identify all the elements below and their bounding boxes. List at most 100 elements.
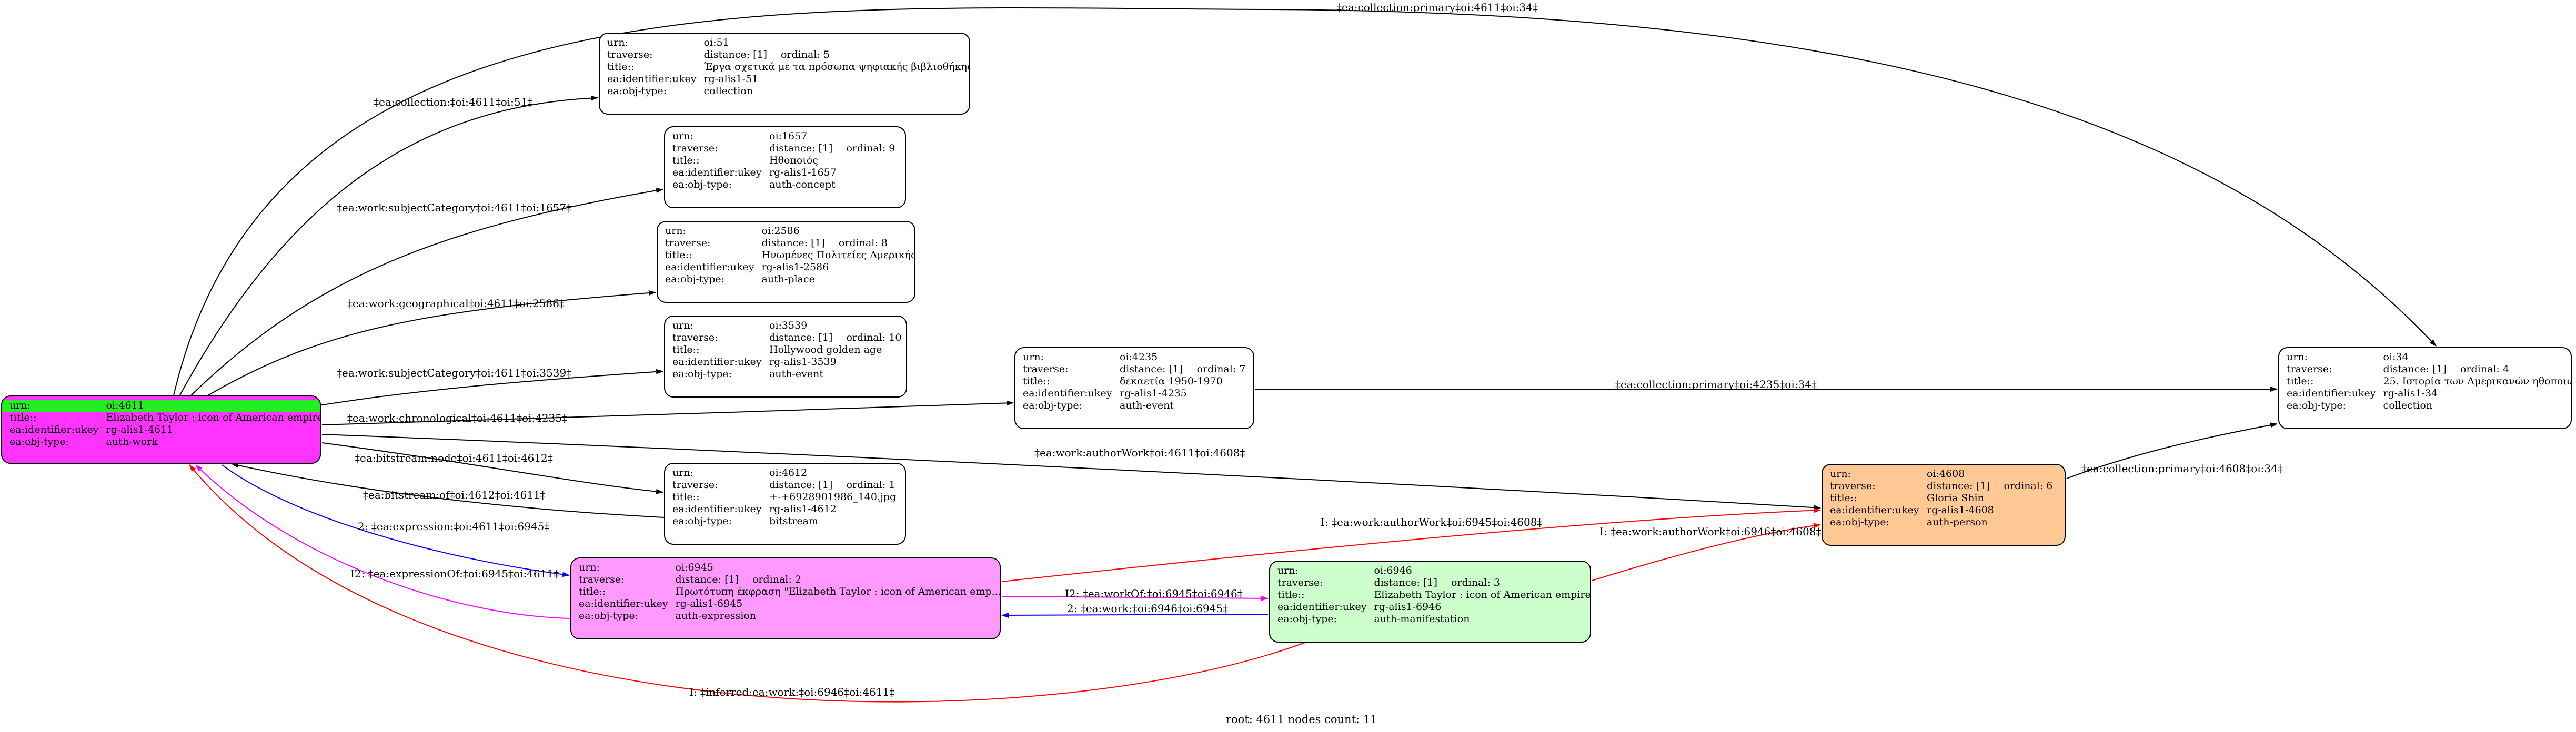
edge-label-e2: ‡ea:collection:‡oi:4611‡oi:51‡	[374, 96, 533, 108]
node-field-value: auth-work	[99, 436, 320, 448]
node-field-key: ea:obj-type:	[2287, 400, 2347, 411]
node-field-value: Πρωτότυπη έκφραση "Elizabeth Taylor : ic…	[668, 586, 1000, 598]
edge-e16	[1001, 612, 1269, 618]
node-field-value: +-+6928901986_140.jpg	[762, 491, 905, 503]
node-field-key: urn:	[1023, 351, 1044, 363]
node-value-text: oi:2586	[761, 225, 800, 237]
node-field-key: traverse:	[672, 143, 718, 154]
node-value-text: auth-event	[1120, 400, 1174, 411]
edge-e17	[1592, 523, 1821, 581]
node-field-key: urn:	[1277, 565, 1299, 576]
node-field-key: ea:obj-type:	[1830, 516, 1890, 528]
node-field-key: ea:obj-type:	[579, 610, 639, 622]
node-field-key: ea:identifier:ukey	[1277, 601, 1367, 613]
node-value-text: auth-manifestation	[1374, 613, 1470, 625]
node-field-key: urn:	[2, 400, 99, 412]
node-value-text: Hollywood golden age	[769, 344, 882, 355]
node-field-value: Gloria Shin	[1919, 492, 2065, 504]
node-field-value: auth-event	[1112, 400, 1253, 412]
node-value-text: rg-alis1-51	[703, 73, 759, 85]
node-ordinal: ordinal: 7	[1196, 363, 1246, 375]
node-ordinal: ordinal: 4	[2460, 363, 2509, 375]
node-value-text: rg-alis1-4608	[1927, 504, 1994, 516]
node-field-key: ea:identifier:ukey	[607, 73, 697, 85]
node-field-value: distance: [1]ordinal: 3	[1367, 577, 1590, 589]
node-field-value: oi:1657	[762, 130, 905, 143]
node-field-key: title::	[9, 412, 37, 423]
edge-label-e1: ‡ea:collection:primary‡oi:4611‡oi:34‡	[1336, 1, 1538, 14]
node-field-value: distance: [1]ordinal: 9	[762, 143, 905, 155]
node-field-value: distance: [1] ordinal: 7	[1112, 363, 1253, 375]
node-field-key: urn:	[672, 467, 693, 479]
edge-e10	[321, 442, 663, 494]
node-field-key: ea:identifier:ukey	[1023, 388, 1112, 399]
node-value-text: auth-place	[761, 273, 815, 285]
edge-e3	[189, 188, 663, 398]
node-value-text: distance: [1]	[769, 479, 833, 491]
edge-label-e11: ‡ea:bitstream:of‡oi:4612‡oi:4611‡	[363, 489, 546, 501]
node-field-key: ea:obj-type:	[1277, 613, 1337, 625]
node-field-value: oi:4235	[1112, 351, 1253, 363]
node-field-value: auth-manifestation	[1367, 613, 1590, 625]
node-ordinal: ordinal: 3	[1451, 577, 1500, 588]
node-field-key: urn:	[1830, 468, 1851, 480]
edge-e11	[231, 462, 665, 518]
node-field-key: title::	[1023, 375, 1050, 387]
node-value-text: Ηνωμένες Πολιτείες Αμερικής	[761, 249, 915, 261]
node-field-key: ea:identifier:ukey	[579, 598, 668, 609]
node-field-key: title::	[1830, 492, 1857, 504]
node-field-key: title::	[672, 344, 700, 355]
node-field-key: traverse:	[1277, 577, 1323, 588]
node-value-text: Elizabeth Taylor : icon of American empi…	[106, 412, 321, 423]
node-value-text: rg-alis1-34	[2383, 388, 2438, 399]
node-value-text: rg-alis1-4612	[769, 503, 837, 515]
node-oi6946[interactable]: urn: oi:6946 traverse: distance: [1]ordinal…	[1269, 561, 1591, 643]
node-field-key: ea:identifier:ukey	[1830, 504, 1919, 516]
node-field-key: urn:	[607, 37, 628, 48]
node-field-key: urn:	[665, 225, 686, 237]
edge-label-e5: ‡ea:work:subjectCategory‡oi:4611‡oi:3539…	[337, 367, 572, 379]
edge-e15	[1001, 595, 1269, 601]
node-value-text: oi:6945	[675, 562, 713, 573]
node-field-value: oi:4611	[98, 400, 320, 412]
node-field-value: oi:4612	[762, 467, 905, 479]
node-field-value: δεκαετία 1950-1970	[1112, 375, 1253, 388]
node-value-text: distance: [1]	[769, 143, 833, 154]
node-field-key: ea:identifier:ukey	[2287, 388, 2376, 399]
node-field-key: ea:identifier:ukey	[672, 503, 762, 515]
node-value-text: distance: [1]	[1120, 363, 1183, 375]
node-value-text: rg-alis1-4235	[1120, 388, 1187, 399]
node-field-value: distance: [1]ordinal: 4	[2376, 363, 2571, 375]
node-value-text: collection	[2383, 400, 2433, 411]
node-field-value: distance: [1]ordinal: 1	[762, 479, 905, 491]
edge-e8	[321, 434, 1821, 511]
node-value-text: 25. Ιστορία των Αμερικανών ηθοποιών	[2383, 375, 2572, 387]
node-value-text: rg-alis1-2586	[761, 261, 829, 273]
edge-label-e10: ‡ea:bitstream:node‡oi:4611‡oi:4612‡	[355, 452, 553, 464]
edge-e6	[321, 400, 1014, 425]
node-field-value: Elizabeth Taylor : icon of American empi…	[1367, 589, 1590, 601]
node-field-value: rg-alis1-4612	[762, 503, 905, 515]
node-field-key: ea:obj-type:	[9, 436, 69, 448]
node-value-text: Gloria Shin	[1927, 492, 1984, 504]
node-field-value: rg-alis1-4611	[99, 424, 320, 436]
edge-label-e6: ‡ea:work:chronological‡oi:4611‡oi:4235‡	[347, 412, 567, 424]
edge-label-e8: ‡ea:work:authorWork‡oi:4611‡oi:4608‡	[1034, 446, 1245, 459]
node-field-value: oi:34	[2376, 351, 2571, 363]
node-field-key: ea:obj-type:	[665, 273, 725, 285]
node-value-text: oi:6946	[1374, 565, 1412, 576]
node-field-value: auth-person	[1919, 516, 2065, 528]
edge-label-e13: I2: ‡ea:expressionOf:‡oi:6945‡oi:4611‡	[350, 567, 559, 580]
node-field-value: distance: [1]ordinal: 10	[762, 332, 906, 344]
